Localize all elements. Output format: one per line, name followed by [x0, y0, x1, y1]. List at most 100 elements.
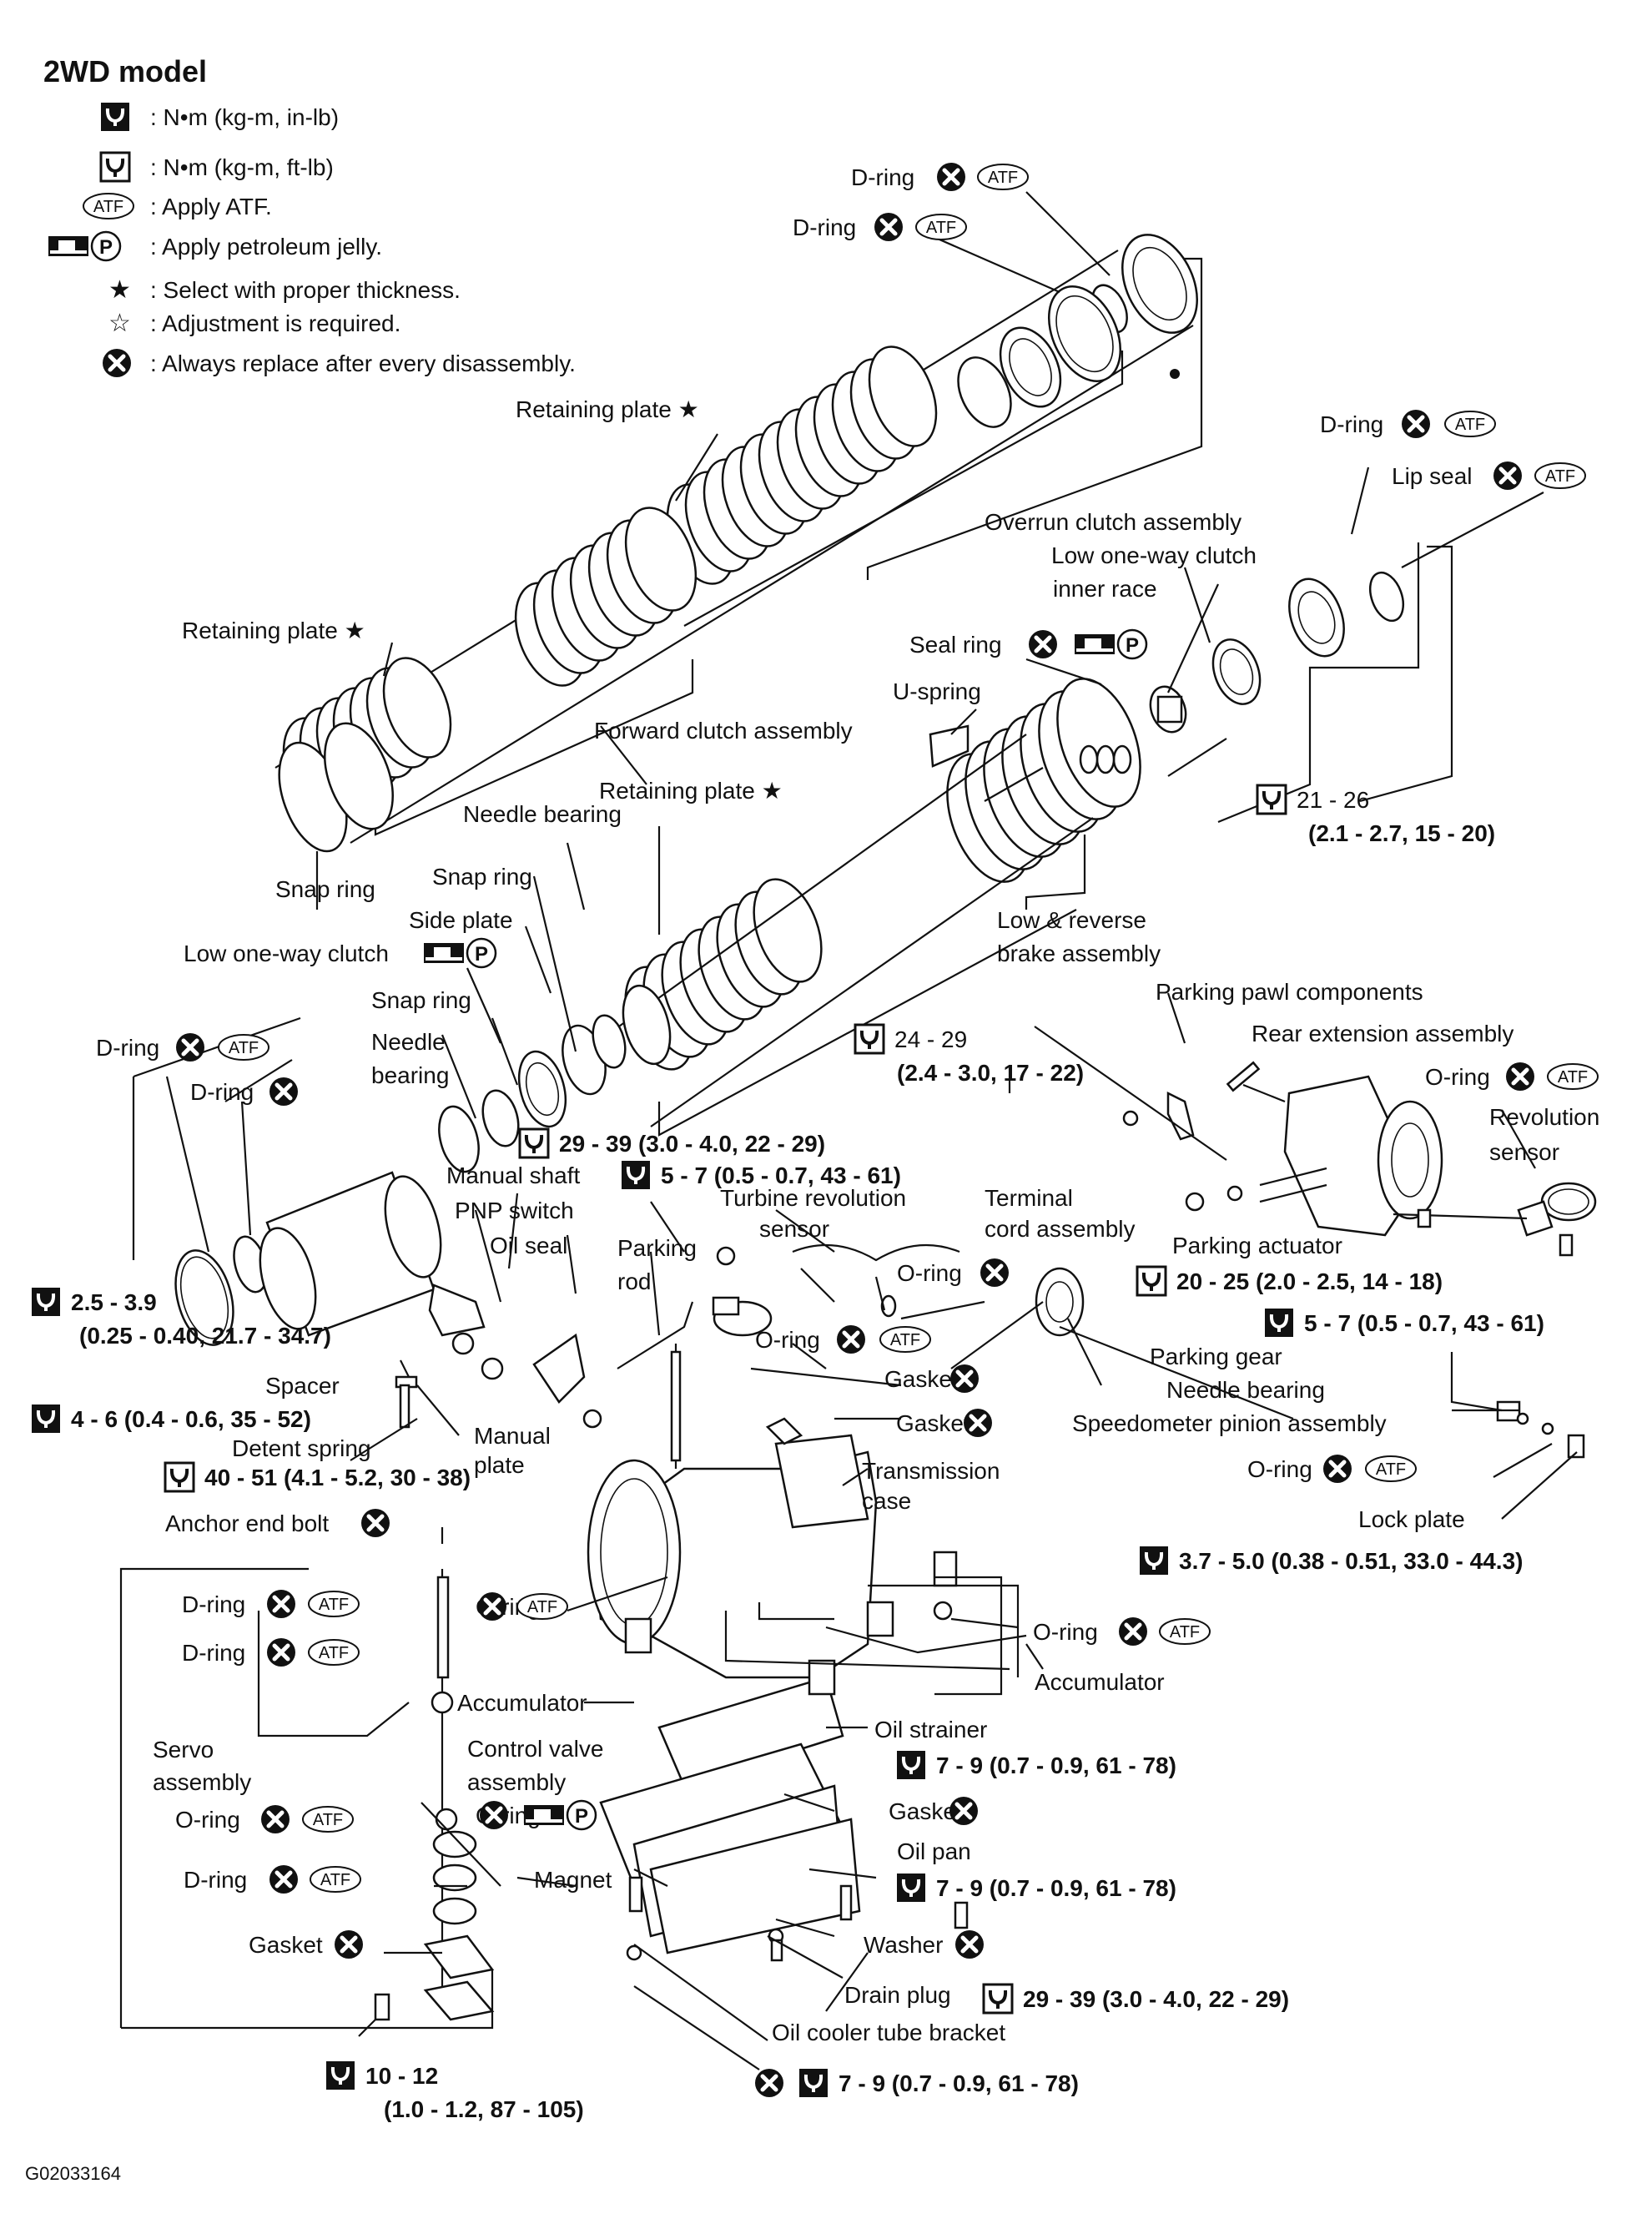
replace-x-icon	[1029, 630, 1057, 658]
label-revolution-sensor: Revolution	[1489, 1104, 1599, 1130]
replace-x-icon	[837, 1325, 865, 1354]
replace-x-icon	[269, 1077, 298, 1106]
torque-wrench-inlb-icon	[620, 1159, 652, 1191]
legend-text: : N•m (kg-m, ft-lb)	[150, 154, 334, 180]
rear-extension-housing	[1122, 1061, 1597, 1257]
jelly-p-letter: P	[475, 943, 488, 966]
leader-line	[165, 1076, 210, 1253]
label-control-valve: Control valve	[467, 1736, 603, 1762]
outline-star-icon: ☆	[108, 310, 131, 337]
leader-line	[775, 1209, 835, 1253]
atf-icon-label: ATF	[319, 1644, 349, 1662]
replace-x-icon	[335, 1930, 363, 1959]
label-dring: D-ring	[851, 164, 914, 190]
replace-x-icon	[950, 1364, 979, 1393]
leader-line	[567, 1576, 668, 1612]
legend-text: : Adjustment is required.	[150, 310, 400, 336]
leader-line	[950, 1301, 1044, 1369]
leader-line	[507, 1193, 519, 1269]
torque-spec: 3.7 - 5.0 (0.38 - 0.51, 33.0 - 44.3)	[1179, 1548, 1523, 1574]
leader-line	[633, 1985, 760, 2070]
replace-x-icon	[980, 1258, 1009, 1287]
label-oring: O-ring	[1033, 1619, 1098, 1645]
label-terminal-cord: cord assembly	[985, 1216, 1136, 1242]
leader-line	[1167, 583, 1219, 693]
torque-spec: (2.1 - 2.7, 15 - 20)	[1308, 820, 1495, 846]
leader-line	[1059, 1325, 1294, 1420]
leader-line	[650, 1201, 685, 1253]
leader-line	[808, 1868, 877, 1879]
petroleum-jelly-icon	[1075, 634, 1115, 654]
label-manual-plate: plate	[474, 1452, 525, 1478]
right-hub-parts	[929, 542, 1453, 824]
leader-line	[1242, 1083, 1286, 1103]
torque-spec: 20 - 25 (2.0 - 2.5, 14 - 18)	[1176, 1268, 1443, 1294]
leader-line	[1025, 191, 1111, 276]
label-gasket: Gasket	[884, 1366, 959, 1392]
diagram-title: 2WD model	[43, 54, 207, 88]
leader-line	[1025, 658, 1102, 686]
control-valve-body	[374, 1551, 1027, 2021]
leader-line	[532, 875, 577, 1052]
leader-line	[984, 767, 1044, 802]
atf-icon-label: ATF	[1545, 467, 1575, 486]
leader-line	[1501, 1451, 1578, 1520]
atf-icon-label: ATF	[1455, 416, 1485, 434]
legend-text: : N•m (kg-m, in-lb)	[150, 104, 339, 130]
replace-x-icon	[103, 349, 131, 377]
atf-icon-label: ATF	[1558, 1068, 1588, 1087]
torque-wrench-ftlb-icon	[982, 1983, 1014, 2015]
label-needle-bearing: Needle bearing	[463, 801, 622, 827]
torque-wrench-ftlb-icon	[99, 151, 131, 183]
atf-icon-label: ATF	[890, 1331, 920, 1349]
atf-icon-label: ATF	[320, 1871, 350, 1889]
label-control-valve: assembly	[467, 1769, 566, 1795]
leader-line	[900, 1300, 985, 1320]
label-low-reverse: Low & reverse	[997, 907, 1146, 933]
leader-line	[783, 1793, 835, 1813]
leader-line	[1350, 466, 1370, 535]
atf-icon-label: ATF	[313, 1811, 343, 1829]
label-u-spring: U-spring	[893, 678, 981, 704]
label-oil-strainer: Oil strainer	[874, 1717, 987, 1742]
torque-wrench-inlb-icon	[99, 101, 131, 133]
label-oring: O-ring	[755, 1327, 820, 1353]
leader-line	[441, 1034, 477, 1119]
leader-line	[633, 1944, 768, 2041]
label-snap-ring: Snap ring	[371, 987, 471, 1013]
label-needle-bearing: Needle	[371, 1029, 446, 1055]
clutch-disc-stacks	[278, 345, 1141, 1071]
replace-x-icon	[955, 1930, 984, 1959]
label-rear-extension: Rear extension assembly	[1252, 1021, 1513, 1046]
label-side-plate: Side plate	[409, 907, 513, 933]
torque-spec: 7 - 9 (0.7 - 0.9, 61 - 78)	[839, 2070, 1079, 2096]
leader-line	[566, 842, 586, 910]
torque-spec: 2.5 - 3.9	[71, 1289, 157, 1315]
label-accumulator: Accumulator	[1035, 1669, 1165, 1695]
leader-line	[633, 1868, 668, 1887]
leader-line	[491, 1017, 519, 1086]
torque-wrench-inlb-icon	[325, 2060, 356, 2091]
torque-spec: 24 - 29	[894, 1026, 967, 1052]
leader-line	[792, 1343, 827, 1369]
leader-line	[925, 232, 1060, 294]
leader-line	[1401, 492, 1544, 568]
jelly-p-letter: P	[99, 236, 113, 259]
torque-spec: 4 - 6 (0.4 - 0.6, 35 - 52)	[71, 1406, 311, 1432]
petroleum-jelly-icon	[424, 943, 464, 963]
torque-spec: 7 - 9 (0.7 - 0.9, 61 - 78)	[936, 1875, 1176, 1901]
label-lock-plate: Lock plate	[1358, 1506, 1465, 1532]
replace-x-icon	[949, 1797, 978, 1825]
label-parking-gear: Parking gear	[1150, 1344, 1282, 1369]
replace-x-icon	[269, 1865, 298, 1894]
leader-line	[750, 1367, 902, 1387]
leader-line	[675, 433, 718, 502]
label-detent-spring: Detent spring	[232, 1435, 371, 1461]
torque-spec: (2.4 - 3.0, 17 - 22)	[897, 1060, 1084, 1086]
label-washer: Washer	[864, 1932, 943, 1958]
replace-x-icon	[1323, 1455, 1352, 1483]
label-servo-assembly: assembly	[153, 1769, 251, 1795]
label-gasket: Gasket	[896, 1410, 970, 1436]
label-turbine-sensor: Turbine revolution	[720, 1185, 906, 1211]
